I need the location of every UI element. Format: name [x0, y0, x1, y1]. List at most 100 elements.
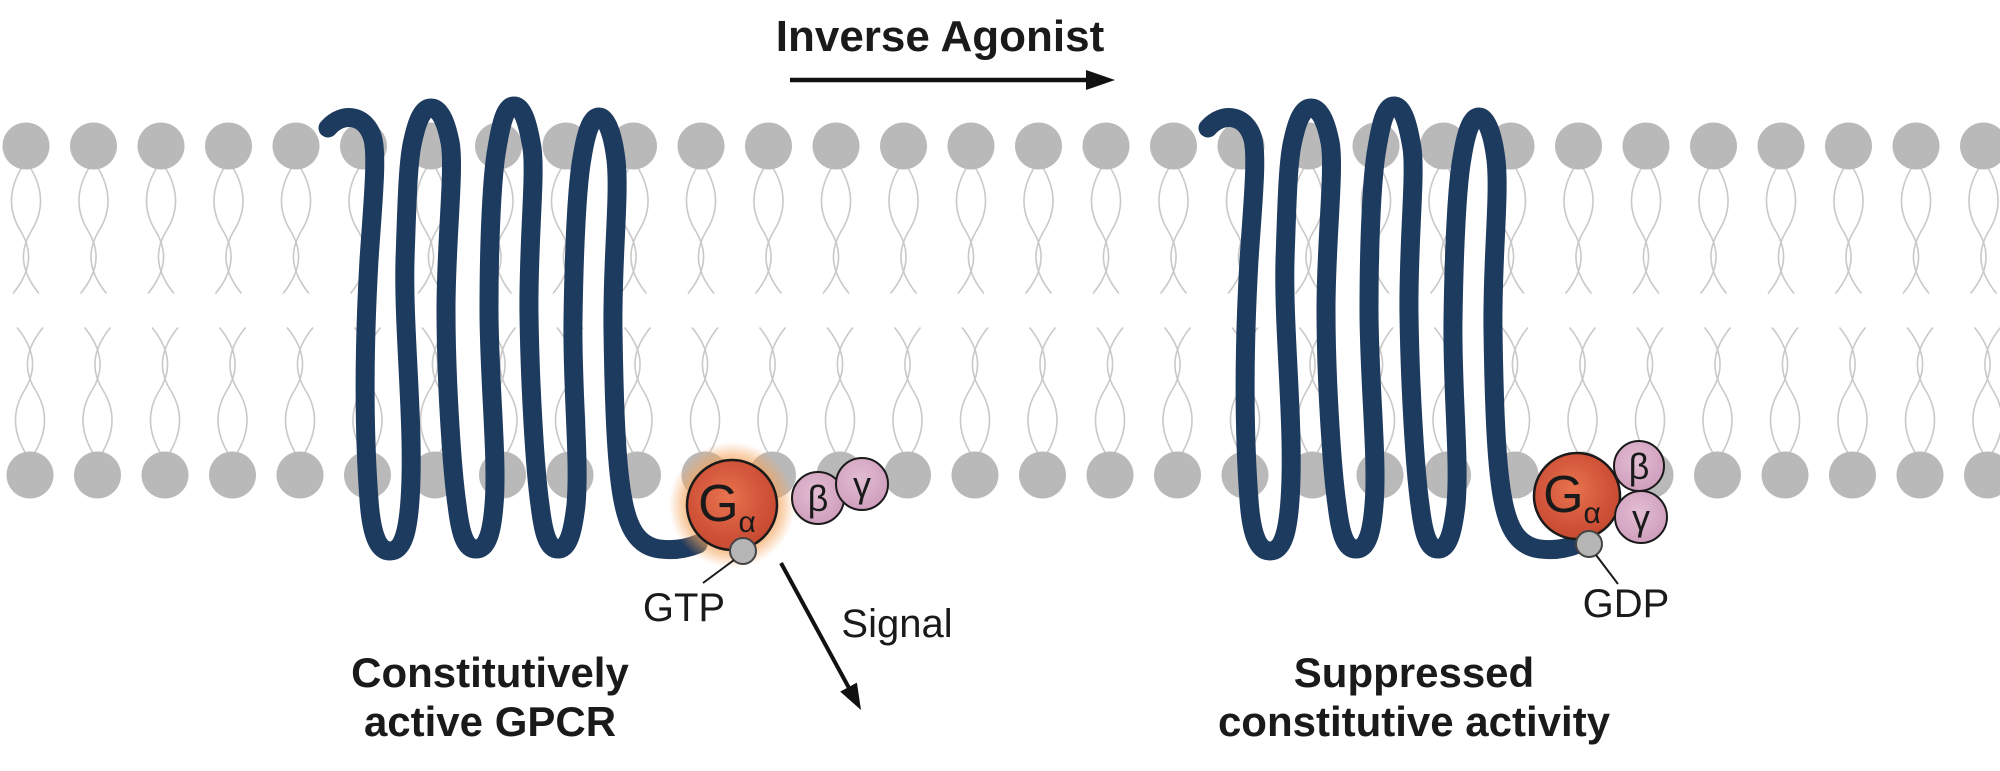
lipid-tail [634, 326, 653, 456]
g-alpha-left-label: Gα [698, 475, 756, 539]
lipid-head [1082, 122, 1130, 170]
lipid-tail [1579, 326, 1598, 456]
g-alpha-right-label: Gα [1543, 466, 1601, 530]
title-group: Inverse Agonist [776, 12, 1115, 90]
signal-arrow-line [779, 562, 851, 689]
lipid-tail [685, 165, 705, 295]
lipid-head [1690, 122, 1737, 170]
lipid-tail [1845, 165, 1864, 295]
lipid-tail [10, 165, 30, 295]
g-gamma-left [835, 457, 889, 511]
lipid-tail [1630, 165, 1650, 295]
lipid-tail [904, 326, 923, 456]
g-gamma-right-label: γ [1632, 497, 1650, 538]
lipid-bottom [141, 326, 189, 499]
caption-left-line1: Constitutively [351, 649, 629, 696]
lipid-head [880, 122, 927, 170]
lipid-tail [1567, 326, 1586, 456]
lipid-tail [1714, 326, 1733, 456]
lipid-bottom [884, 326, 931, 499]
lipid-head [951, 451, 999, 499]
lipid-top [1690, 122, 1737, 295]
lipid-tail [836, 326, 856, 456]
lipid-top [812, 122, 860, 295]
lipid-head [272, 122, 320, 170]
lipid-tail [22, 165, 42, 295]
lipid-bottom [1694, 326, 1741, 499]
caption-right-line1: Suppressed [1294, 649, 1534, 696]
lipid-tail [415, 165, 435, 295]
lipid-tail [149, 326, 169, 456]
signal-label: Signal [841, 602, 952, 646]
lipid-tail [1094, 326, 1114, 456]
lipid-tail [419, 326, 439, 456]
lipid-head [947, 122, 995, 170]
lipid-tail [955, 165, 975, 295]
lipid-head [2, 122, 50, 170]
lipid-head [1964, 451, 2000, 499]
g-protein-left: Gα β γ GTP Signal [643, 442, 953, 710]
lipid-tail [14, 326, 34, 456]
g-gamma-right [1614, 490, 1668, 544]
lipid-tail [1027, 326, 1046, 456]
lipid-top [205, 122, 252, 295]
lipid-tail [225, 165, 244, 295]
lipid-tail [967, 165, 987, 295]
g-protein-right: Gα β γ GDP [1532, 440, 1669, 626]
lipid-top [677, 122, 725, 295]
g-beta-right-label: β [1629, 446, 1650, 487]
lipid-tail [1972, 326, 1991, 456]
lipid-tail [892, 326, 911, 456]
lipid-tail [765, 165, 784, 295]
lipid-tail [1035, 165, 1054, 295]
lipid-tail [90, 165, 109, 295]
lipid-tail [1781, 326, 1801, 456]
gtp-label: GTP [643, 586, 725, 630]
g-gamma-left-label: γ [853, 464, 871, 505]
lipid-top [272, 122, 320, 295]
lipid-head [884, 451, 931, 499]
lipid-bottom [1154, 326, 1201, 499]
lipid-tail [1507, 165, 1527, 295]
signal-arrowhead-icon [840, 682, 861, 710]
lipid-head [1896, 451, 1944, 499]
lipid-top [745, 122, 792, 295]
membrane-bilayer [2, 122, 2000, 499]
lipid-head [141, 451, 189, 499]
lipid-head [1761, 451, 1809, 499]
lipid-tail [229, 326, 248, 456]
lipid-head [6, 451, 54, 499]
lipid-tail [824, 326, 844, 456]
lipid-tail [217, 326, 236, 456]
lipid-head [1694, 451, 1741, 499]
lipid-tail [1174, 326, 1193, 456]
lipid-tail [1710, 165, 1729, 295]
lipid-tail [1777, 165, 1797, 295]
g-beta-left-label: β [808, 478, 829, 519]
lipid-tail [1106, 326, 1126, 456]
lipid-tail [1916, 326, 1936, 456]
lipid-bottom [1761, 326, 1809, 499]
lipid-top [1082, 122, 1130, 295]
lipid-head [1086, 451, 1134, 499]
lipid-tail [1769, 326, 1789, 456]
lipid-top [1622, 122, 1670, 295]
lipid-tail [1642, 165, 1662, 295]
lipid-tail [753, 165, 772, 295]
lipid-tail [1511, 326, 1531, 456]
lipid-head [137, 122, 185, 170]
lipid-top [1015, 122, 1062, 295]
lipid-head [1622, 122, 1670, 170]
caption-right: Suppressed constitutive activity [1218, 649, 1611, 745]
lipid-tail [1765, 165, 1785, 295]
lipid-tail [94, 326, 113, 456]
lipid-top [2, 122, 50, 295]
lipid-top [70, 122, 117, 295]
lipid-tail [292, 165, 312, 295]
g-alpha-right-main: G [1543, 466, 1583, 524]
lipid-bottom [1019, 326, 1066, 499]
lipid-head [70, 122, 117, 170]
lipid-head [1150, 122, 1197, 170]
lipid-top [880, 122, 927, 295]
lipid-tail [26, 326, 46, 456]
